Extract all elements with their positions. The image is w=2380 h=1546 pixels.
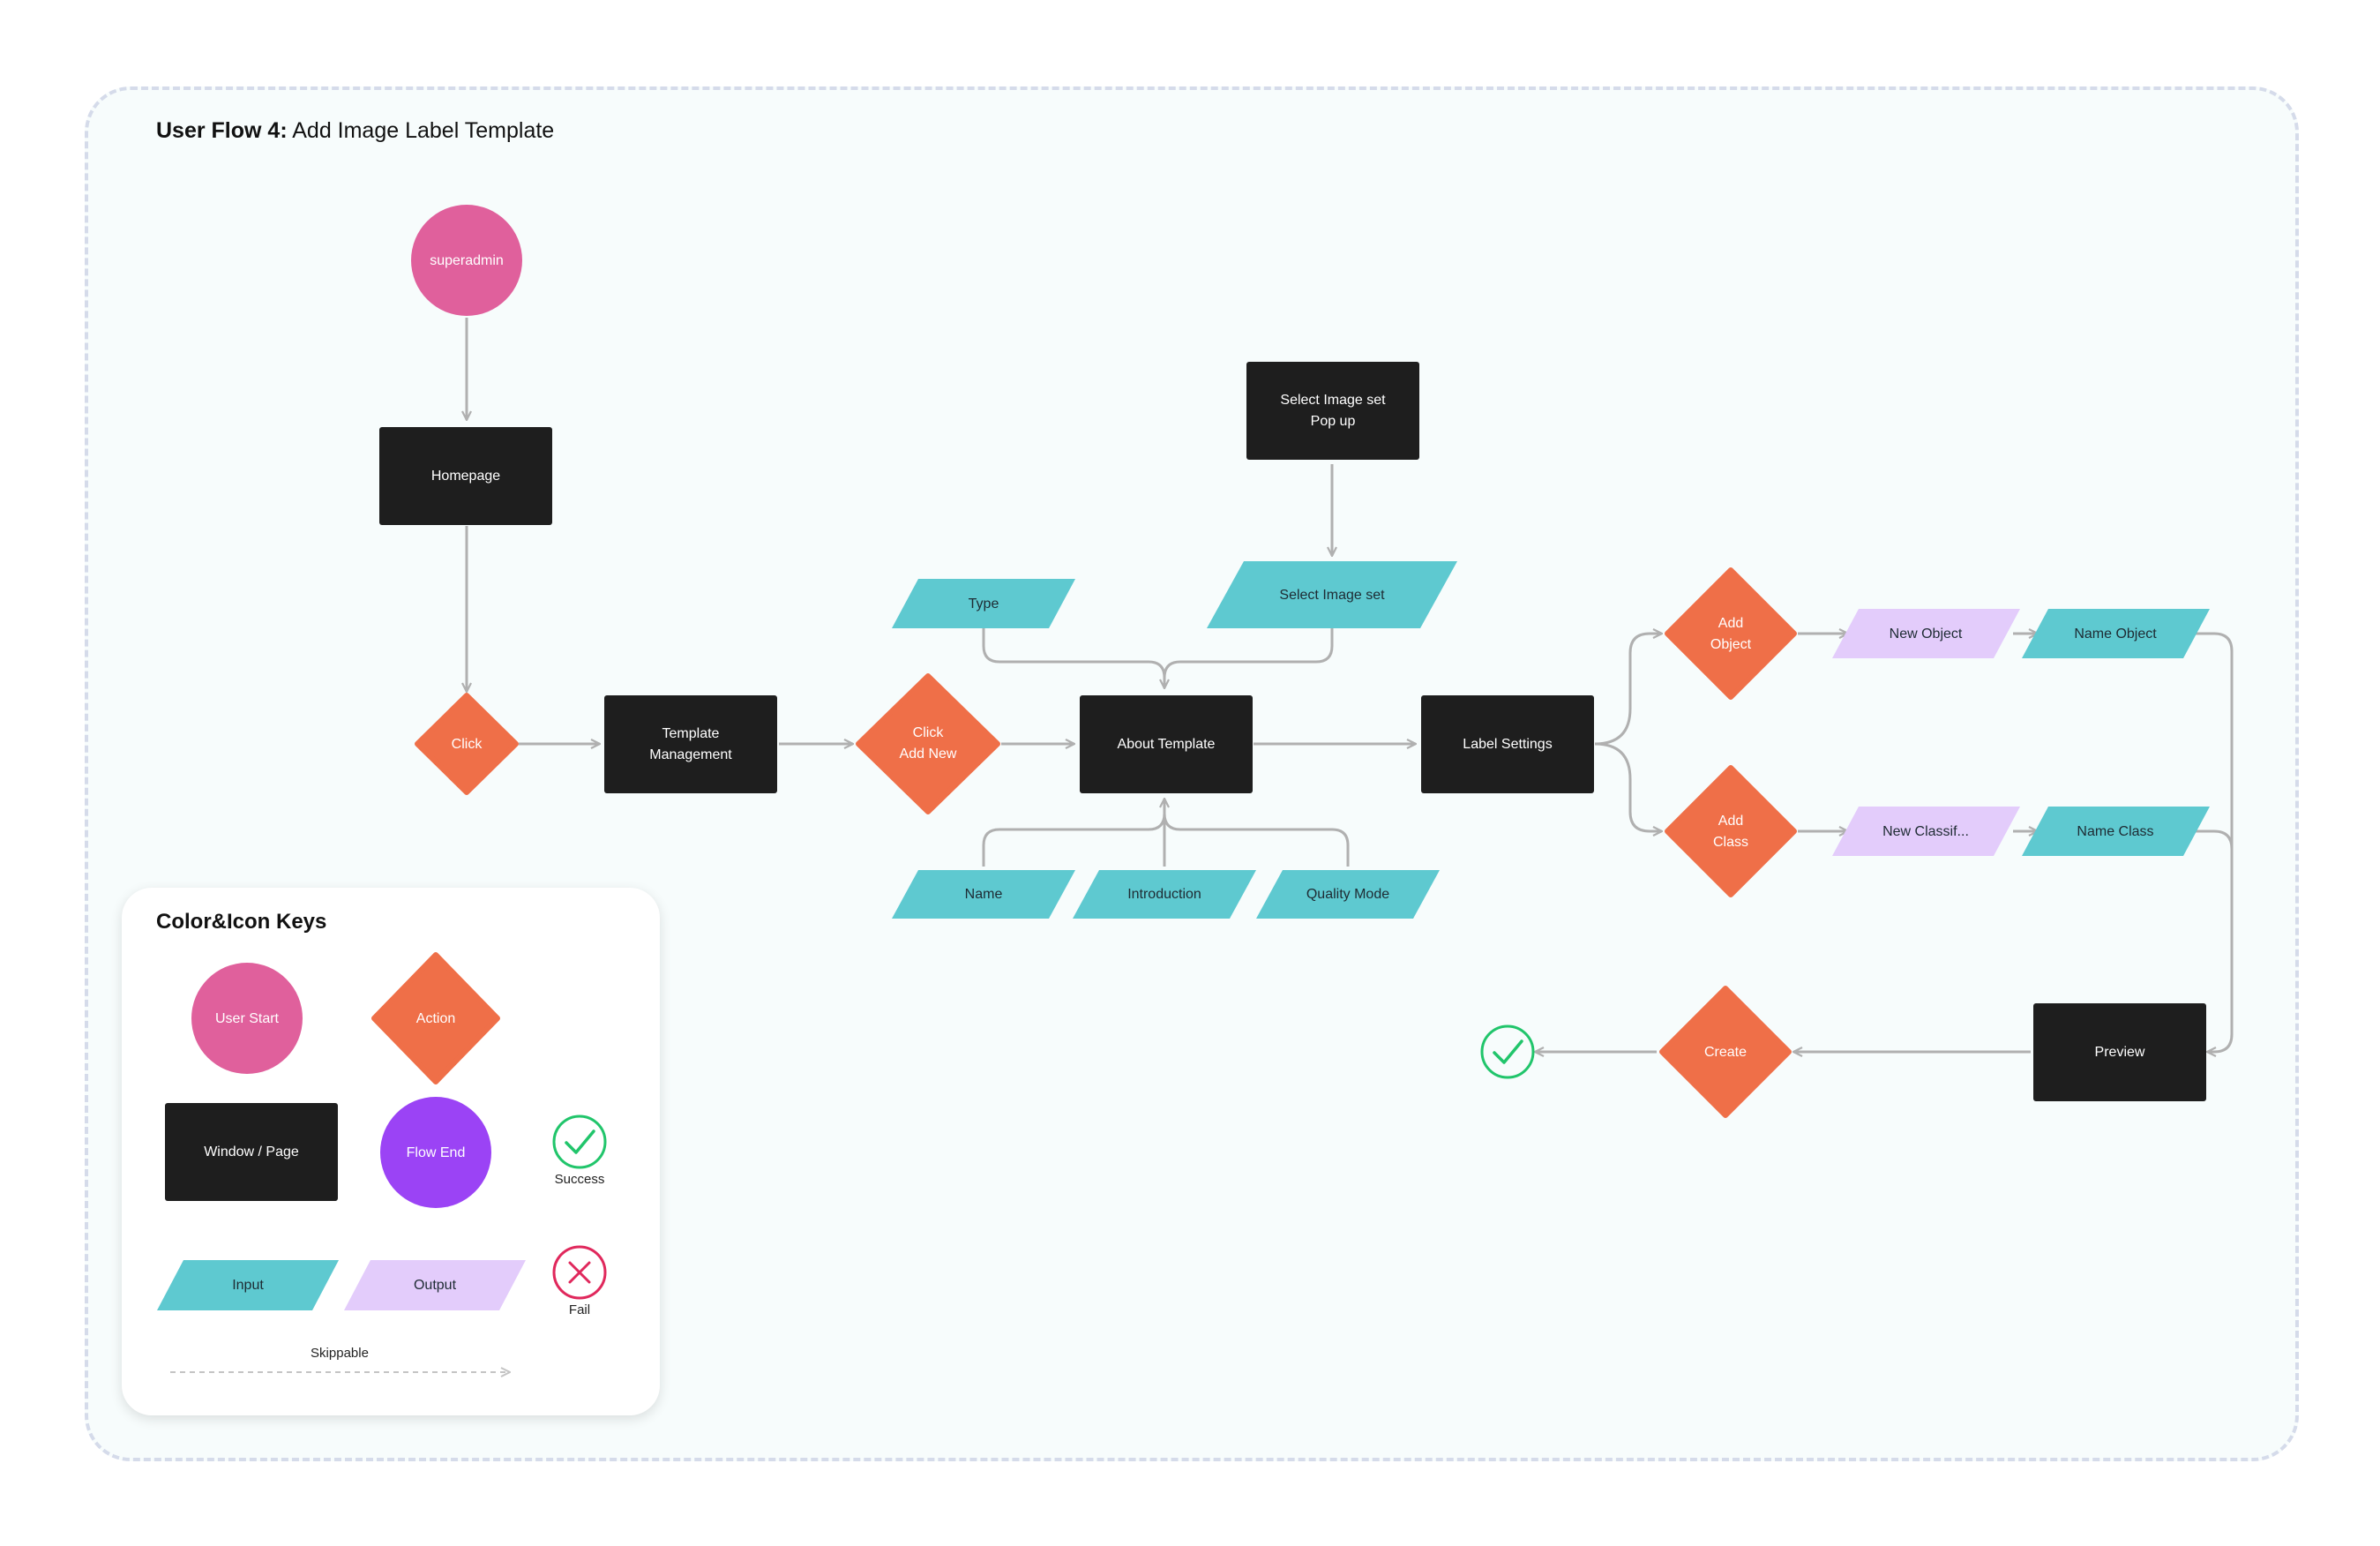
- node-template-management: Template Management: [604, 695, 777, 793]
- connector-quality-about: [1163, 813, 1350, 867]
- connectors: [467, 318, 2234, 1052]
- node-preview: Preview: [2033, 1003, 2206, 1101]
- connector-type-about: [982, 628, 1164, 688]
- legend-fail-label: Fail: [569, 1302, 590, 1317]
- node-click-add-new: Click Add New: [856, 673, 1000, 814]
- legend-success-icon: [552, 1114, 607, 1169]
- legend-title: Color&Icon Keys: [156, 910, 327, 934]
- node-quality-mode-label: Quality Mode: [1306, 887, 1389, 902]
- node-label-settings: Label Settings: [1421, 695, 1594, 793]
- node-template-management-line1: Template: [662, 726, 720, 741]
- node-select-image-set-popup: Select Image set Pop up: [1246, 362, 1419, 460]
- title-text: Add Image Label Template: [292, 118, 555, 143]
- node-add-object: Add Object: [1665, 567, 1797, 700]
- title-prefix: User Flow 4:: [156, 118, 288, 143]
- node-introduction-label: Introduction: [1127, 887, 1201, 902]
- legend-fail-icon: [552, 1245, 607, 1300]
- legend-window-page: Window / Page: [165, 1103, 338, 1201]
- legend-action-label: Action: [416, 1011, 455, 1026]
- legend-output-label: Output: [414, 1278, 457, 1293]
- legend-action: Action: [371, 952, 500, 1084]
- connector-selectset-about: [1163, 628, 1334, 679]
- connector-labelsettings-addobject: [1594, 634, 1662, 746]
- node-click: Click: [415, 693, 519, 795]
- node-new-object-label: New Object: [1890, 627, 1963, 642]
- node-click-add-new-line1: Click: [913, 725, 945, 740]
- node-about-template-label: About Template: [1118, 737, 1216, 752]
- node-superadmin: superadmin: [411, 205, 522, 316]
- node-preview-label: Preview: [2095, 1045, 2145, 1060]
- node-select-image-set-label: Select Image set: [1279, 588, 1385, 603]
- legend-skippable-label: Skippable: [311, 1346, 369, 1361]
- legend-flow-end: Flow End: [380, 1097, 491, 1208]
- node-add-class-line2: Class: [1713, 835, 1748, 850]
- node-add-object-line2: Object: [1710, 637, 1752, 652]
- node-name-object-label: Name Object: [2074, 627, 2157, 642]
- node-new-classification: New Classif...: [1832, 807, 2020, 856]
- node-quality-mode: Quality Mode: [1256, 870, 1440, 919]
- legend-success-label: Success: [555, 1172, 605, 1187]
- node-name-class-label: Name Class: [2077, 824, 2153, 839]
- node-create-label: Create: [1704, 1045, 1747, 1060]
- node-type-label: Type: [969, 597, 999, 612]
- node-name-object: Name Object: [2022, 609, 2210, 658]
- connector-labelsettings-addclass: [1594, 742, 1662, 831]
- node-name-label: Name: [965, 887, 1003, 902]
- node-homepage-label: Homepage: [431, 469, 500, 484]
- node-add-object-line1: Add: [1718, 616, 1743, 631]
- legend-output: Output: [344, 1260, 526, 1310]
- legend-flow-end-label: Flow End: [407, 1145, 466, 1160]
- legend-input-label: Input: [232, 1278, 264, 1293]
- node-select-image-set-popup-line2: Pop up: [1311, 414, 1356, 429]
- node-add-class-line1: Add: [1718, 814, 1743, 829]
- node-select-image-set-popup-line1: Select Image set: [1280, 393, 1386, 408]
- node-add-class: Add Class: [1665, 765, 1797, 897]
- success-icon: [1480, 1024, 1535, 1079]
- node-new-classification-label: New Classif...: [1882, 824, 1969, 839]
- legend-input: Input: [157, 1260, 339, 1310]
- node-label-settings-label: Label Settings: [1463, 737, 1552, 752]
- legend-window-page-label: Window / Page: [204, 1144, 299, 1160]
- connector-nameclass-preview: [2194, 829, 2234, 850]
- node-superadmin-label: superadmin: [430, 253, 504, 268]
- node-select-image-set: Select Image set: [1207, 561, 1457, 628]
- node-type: Type: [892, 579, 1075, 628]
- node-name-class: Name Class: [2022, 807, 2210, 856]
- page-title: User Flow 4: Add Image Label Template: [156, 118, 554, 144]
- node-introduction: Introduction: [1073, 870, 1256, 919]
- node-click-add-new-line2: Add New: [900, 747, 957, 762]
- node-about-template: About Template: [1080, 695, 1253, 793]
- legend-user-start-label: User Start: [215, 1011, 280, 1026]
- node-click-label: Click: [452, 737, 483, 752]
- node-homepage: Homepage: [379, 427, 552, 525]
- node-name: Name: [892, 870, 1075, 919]
- node-new-object: New Object: [1832, 609, 2020, 658]
- node-template-management-line2: Management: [649, 747, 732, 762]
- legend-user-start: User Start: [191, 963, 303, 1074]
- node-create: Create: [1659, 986, 1792, 1118]
